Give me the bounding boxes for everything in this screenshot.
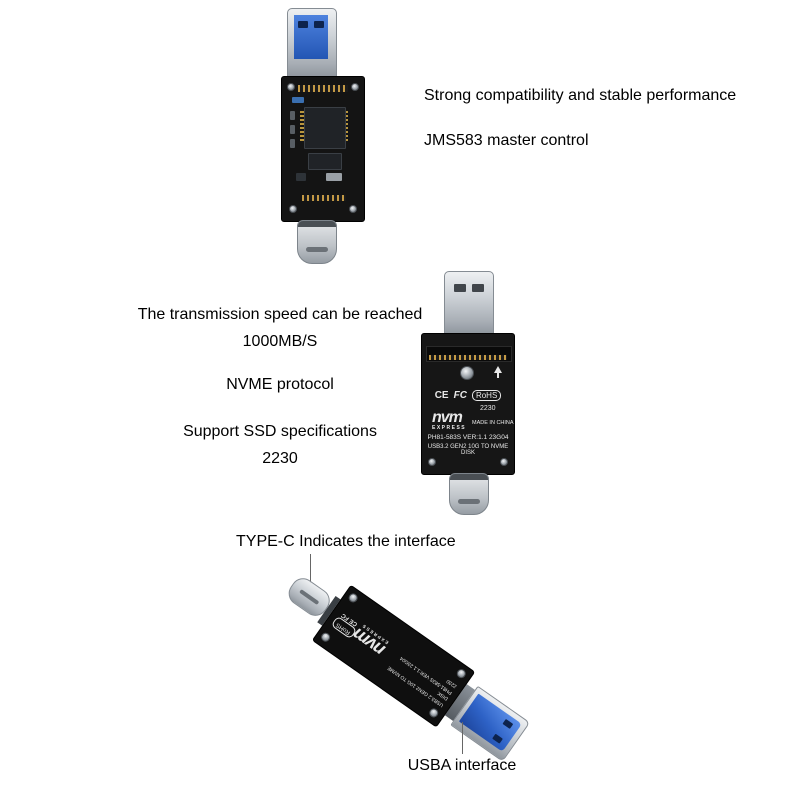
cert-fcc: FC <box>453 390 467 401</box>
usb-a-blue-tongue <box>294 15 328 59</box>
ssd-standoff <box>460 366 474 380</box>
feature-text: Strong compatibility and stable performa… <box>424 87 737 104</box>
usb-a-connector <box>287 8 337 78</box>
chip-pins <box>344 111 348 143</box>
m2-slot <box>426 346 512 362</box>
usb-a-slot <box>314 21 324 28</box>
feature-text: The transmission speed can be reached <box>137 306 423 323</box>
controller-chip <box>304 107 346 149</box>
usb-c-slot <box>306 247 328 252</box>
chip <box>308 153 342 170</box>
screw-hole <box>289 205 297 213</box>
screw-hole <box>428 458 436 466</box>
usb-a-shell-hole <box>472 284 484 292</box>
board-silkscreen: USB3.2 GEN2 10G TO NVME DISK PH81-583S V… <box>322 594 466 717</box>
screw-hole <box>500 458 508 466</box>
usb-a-slot <box>492 733 503 744</box>
component <box>296 173 306 181</box>
screw-hole <box>349 205 357 213</box>
feature-text: Support SSD specifications <box>183 423 377 440</box>
feature-text: NVME protocol <box>226 376 334 393</box>
pcb-board-diagonal: USB3.2 GEN2 10G TO NVME DISK PH81-583S V… <box>311 584 476 728</box>
usb-a-shell-hole <box>454 284 466 292</box>
express-logo-text: EXPRESS <box>432 424 467 431</box>
m2-contacts <box>429 355 507 360</box>
usb-a-blue-tongue <box>458 693 522 752</box>
usb-c-slot <box>299 589 320 605</box>
capacitor <box>290 139 295 148</box>
pcb-board-back: CE FC RoHS 2230 nvm EXPRESS MADE IN CHIN… <box>421 333 515 475</box>
pcb-board-front <box>281 76 365 222</box>
certification-row: CE FC RoHS <box>422 390 514 401</box>
crystal-oscillator <box>326 173 342 181</box>
feature-text: 1000MB/S <box>242 333 318 350</box>
ssd-size-text: 2230 <box>480 405 496 412</box>
solder-pads <box>298 85 348 92</box>
spec-text: USB3.2 GEN2 10G TO NVME DISK <box>427 444 509 456</box>
cert-rohs: RoHS <box>471 390 502 401</box>
chip-pins <box>300 111 304 143</box>
usba-interface-label: USBA interface <box>407 757 517 774</box>
spec-block: USB3.2 GEN2 10G TO NVME DISK PH81-583S V… <box>376 638 459 708</box>
screw-hole <box>287 83 295 91</box>
callout-line <box>310 554 311 584</box>
adapter-diagonal-view: USB3.2 GEN2 10G TO NVME DISK PH81-583S V… <box>269 552 539 775</box>
usb-c-slot <box>458 499 480 504</box>
usb-a-connector <box>444 271 494 335</box>
capacitor <box>290 111 295 120</box>
typec-interface-label: TYPE-C Indicates the interface <box>236 533 456 550</box>
usb-a-slot <box>502 718 514 729</box>
solder-pads <box>302 195 346 201</box>
screw-hole <box>351 83 359 91</box>
nvm-logo-text: nvm <box>432 409 463 426</box>
usb-a-slot <box>298 21 308 28</box>
capacitor <box>290 125 295 134</box>
made-in-text: MADE IN CHINA <box>472 420 514 426</box>
nvm-express-logo: nvm EXPRESS <box>432 409 467 431</box>
usb-c-connector <box>449 473 489 515</box>
cert-ce: CE <box>434 390 449 401</box>
feature-text: JMS583 master control <box>424 132 589 149</box>
component <box>292 97 304 103</box>
usb-c-connector <box>297 220 337 264</box>
callout-line <box>462 722 463 754</box>
model-text: PH81-583S VER:1.1 23G04 <box>427 434 509 441</box>
insert-arrow-icon <box>494 366 502 378</box>
feature-text: 2230 <box>262 450 298 467</box>
